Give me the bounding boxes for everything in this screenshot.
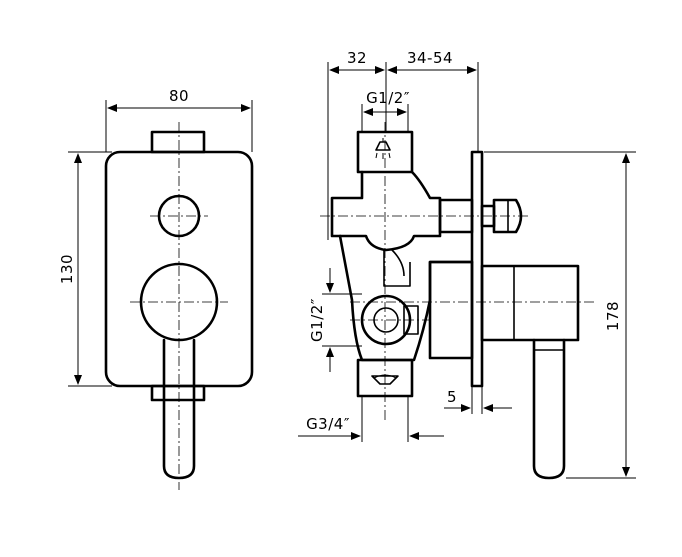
thread-bottom-dimension: G3/4″	[298, 396, 444, 442]
thread-mid-dimension: G1/2″	[308, 268, 362, 372]
total-height-label: 178	[604, 301, 622, 331]
diverter-knob-side	[492, 198, 523, 234]
front-width-label: 80	[169, 87, 189, 105]
front-width-dimension: 80	[105, 87, 253, 152]
thread-mid-label: G1/2″	[308, 298, 326, 342]
front-bottom-stub	[150, 384, 206, 402]
side-lever-handle	[532, 338, 566, 480]
plate-offset-dimension: 5	[444, 386, 512, 414]
depth-a-label: 32	[347, 49, 367, 67]
thread-bottom-label: G3/4″	[306, 415, 350, 433]
valve-body-lower	[338, 234, 474, 362]
side-depth-dimension: 32 34-54	[327, 49, 479, 240]
valve-body-upper	[330, 170, 442, 252]
thread-top-dimension: G1/2″	[361, 89, 410, 132]
front-view	[104, 122, 254, 490]
front-height-dimension: 130	[58, 151, 112, 387]
front-top-stub	[150, 130, 206, 154]
depth-b-label: 34-54	[407, 49, 453, 67]
front-height-label: 130	[58, 254, 76, 284]
plate-offset-label: 5	[447, 388, 457, 406]
cartridge-housing	[428, 260, 474, 360]
side-view	[320, 122, 596, 480]
shower-head-icon	[375, 138, 391, 159]
handle-body	[480, 264, 580, 342]
side-cover-plate	[470, 150, 484, 388]
thread-top-label: G1/2″	[366, 89, 410, 107]
total-height-dimension: 178	[484, 151, 636, 479]
